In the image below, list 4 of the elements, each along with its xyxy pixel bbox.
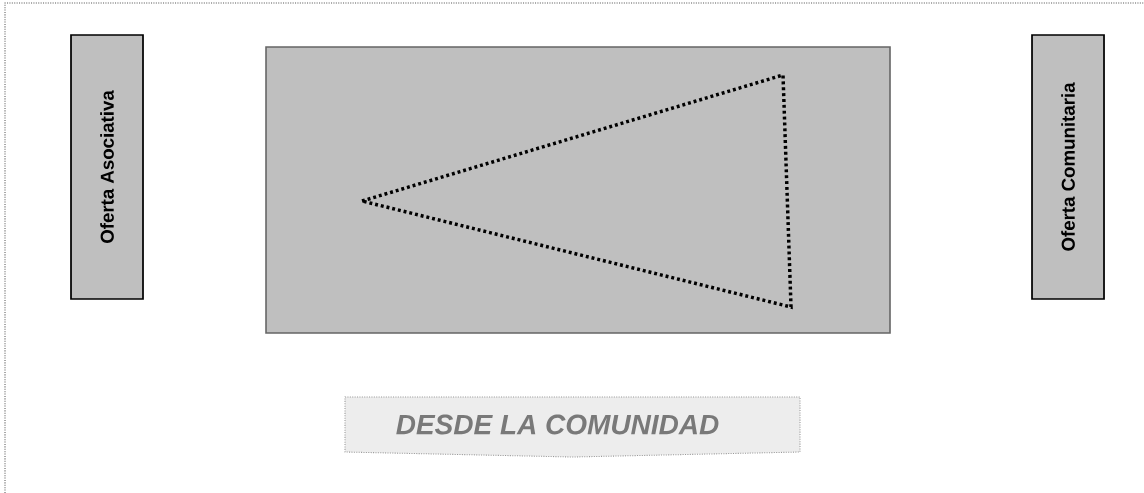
callout-banner: DESDE LA COMUNIDAD <box>344 396 801 458</box>
label-box: Oferta Asociativa <box>70 34 144 300</box>
label-box: Oferta Comunitaria <box>1031 34 1105 300</box>
triangle-panel-drawing <box>265 46 891 334</box>
